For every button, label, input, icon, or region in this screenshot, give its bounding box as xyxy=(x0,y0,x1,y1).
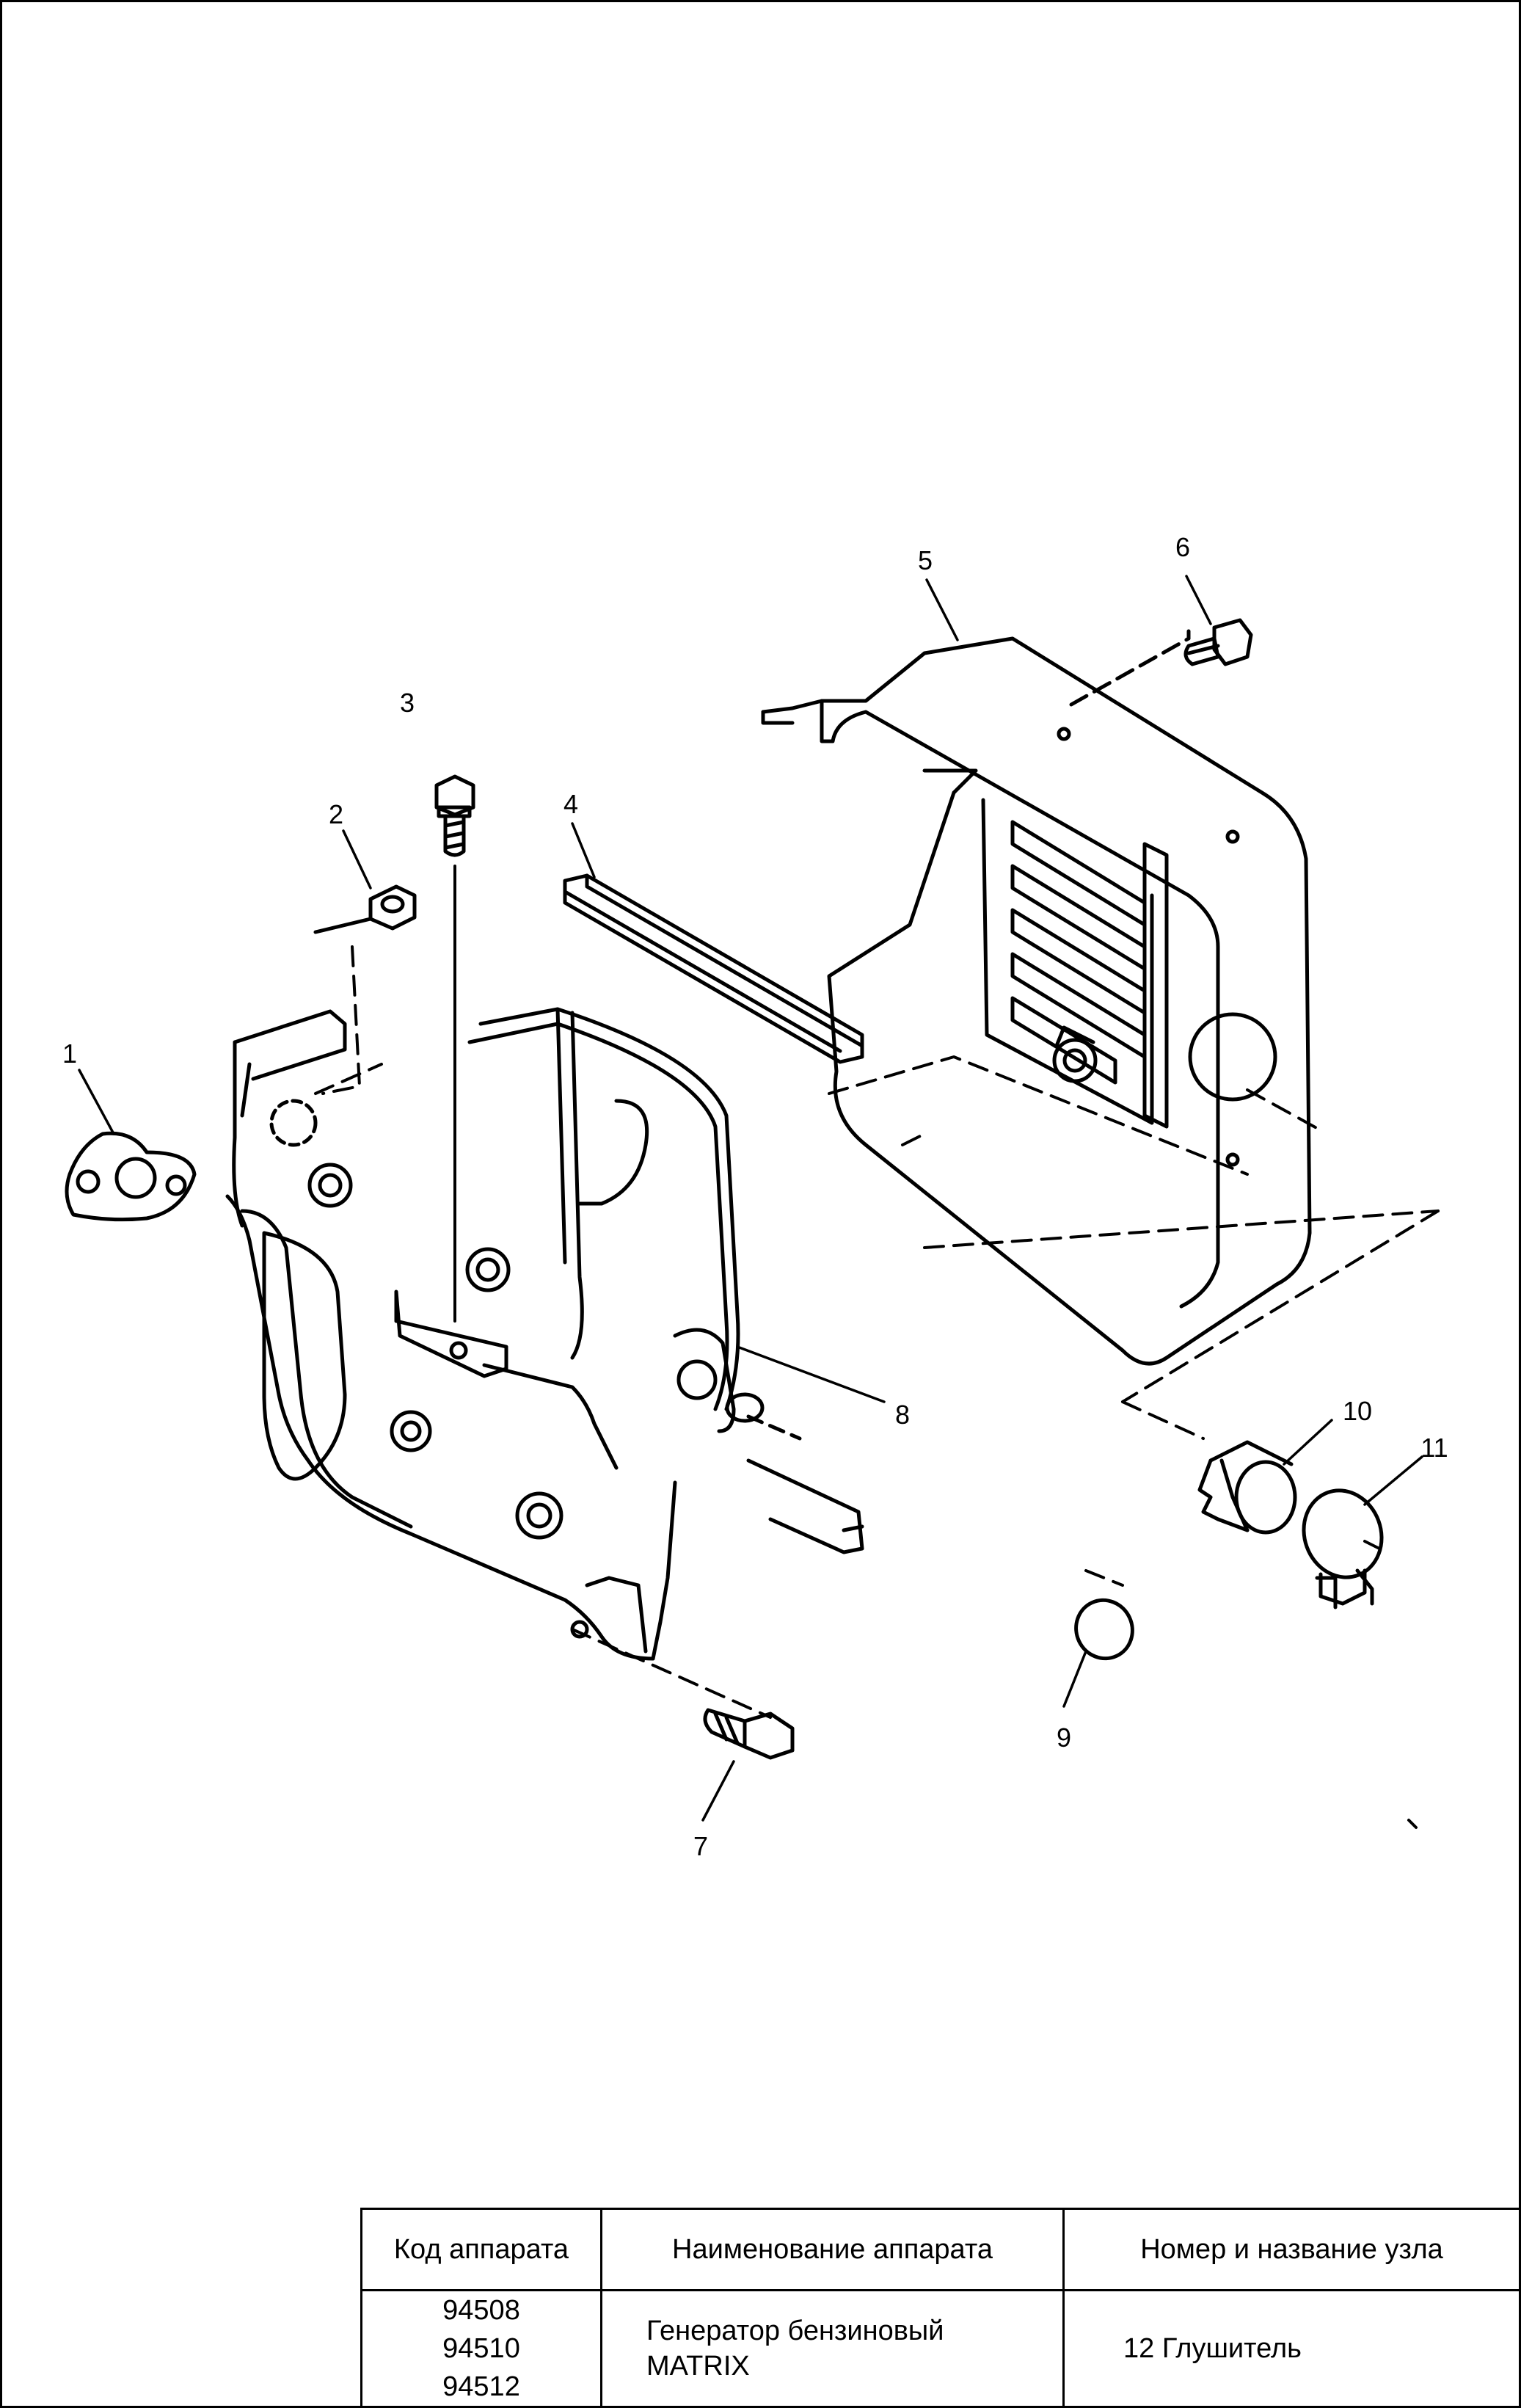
part-11-clamp xyxy=(1302,1488,1384,1609)
part-2-nut xyxy=(313,884,417,934)
callout-8: 8 xyxy=(895,1400,910,1430)
header-node: Номер и название узла xyxy=(1062,2208,1521,2291)
title-block-header-row: Код аппарата Наименование аппарата Номер… xyxy=(360,2208,1521,2291)
part-6-bolt xyxy=(1183,618,1253,666)
callout-7: 7 xyxy=(693,1831,708,1861)
callout-5: 5 xyxy=(918,545,933,575)
part-9-cap xyxy=(1074,1598,1134,1661)
callout-3: 3 xyxy=(400,688,415,718)
cell-codes: 94508 94510 94512 xyxy=(360,2289,602,2408)
name-line-1: Генератор бензиновый xyxy=(646,2316,944,2346)
callout-4: 4 xyxy=(563,789,578,819)
part-8-muffler-body xyxy=(225,1007,864,1661)
part-1-gasket xyxy=(65,1131,197,1222)
callout-2: 2 xyxy=(329,799,343,829)
code-1: 94508 xyxy=(442,2295,520,2326)
part-5-heat-shield xyxy=(761,629,1312,1366)
title-block-value-row: 94508 94510 94512 Генератор бензиновый M… xyxy=(360,2289,1521,2408)
header-code: Код аппарата xyxy=(360,2208,602,2291)
callout-9: 9 xyxy=(1057,1723,1071,1753)
code-2: 94510 xyxy=(442,2333,520,2364)
name-line-2: MATRIX xyxy=(646,2351,750,2382)
leader-dash-lines xyxy=(314,945,1440,1829)
cell-node: 12 Глушитель xyxy=(1062,2289,1521,2408)
part-10-spark-arrester xyxy=(1197,1440,1297,1535)
callout-10: 10 xyxy=(1343,1396,1372,1426)
title-block: Код аппарата Наименование аппарата Номер… xyxy=(360,2208,1521,2408)
code-3: 94512 xyxy=(442,2371,520,2402)
part-3-bolt xyxy=(434,774,475,1323)
cell-name: Генератор бензиновый MATRIX xyxy=(600,2289,1065,2408)
callout-labels: 1 2 3 4 5 6 7 8 9 10 11 xyxy=(62,532,1448,1861)
header-name: Наименование аппарата xyxy=(600,2208,1065,2291)
callout-leaders xyxy=(78,575,1423,1822)
callout-11: 11 xyxy=(1420,1433,1448,1463)
callout-6: 6 xyxy=(1175,532,1190,562)
callout-1: 1 xyxy=(62,1039,77,1069)
part-7-bolt xyxy=(703,1708,795,1760)
part-4-seal-strip xyxy=(563,873,864,1064)
